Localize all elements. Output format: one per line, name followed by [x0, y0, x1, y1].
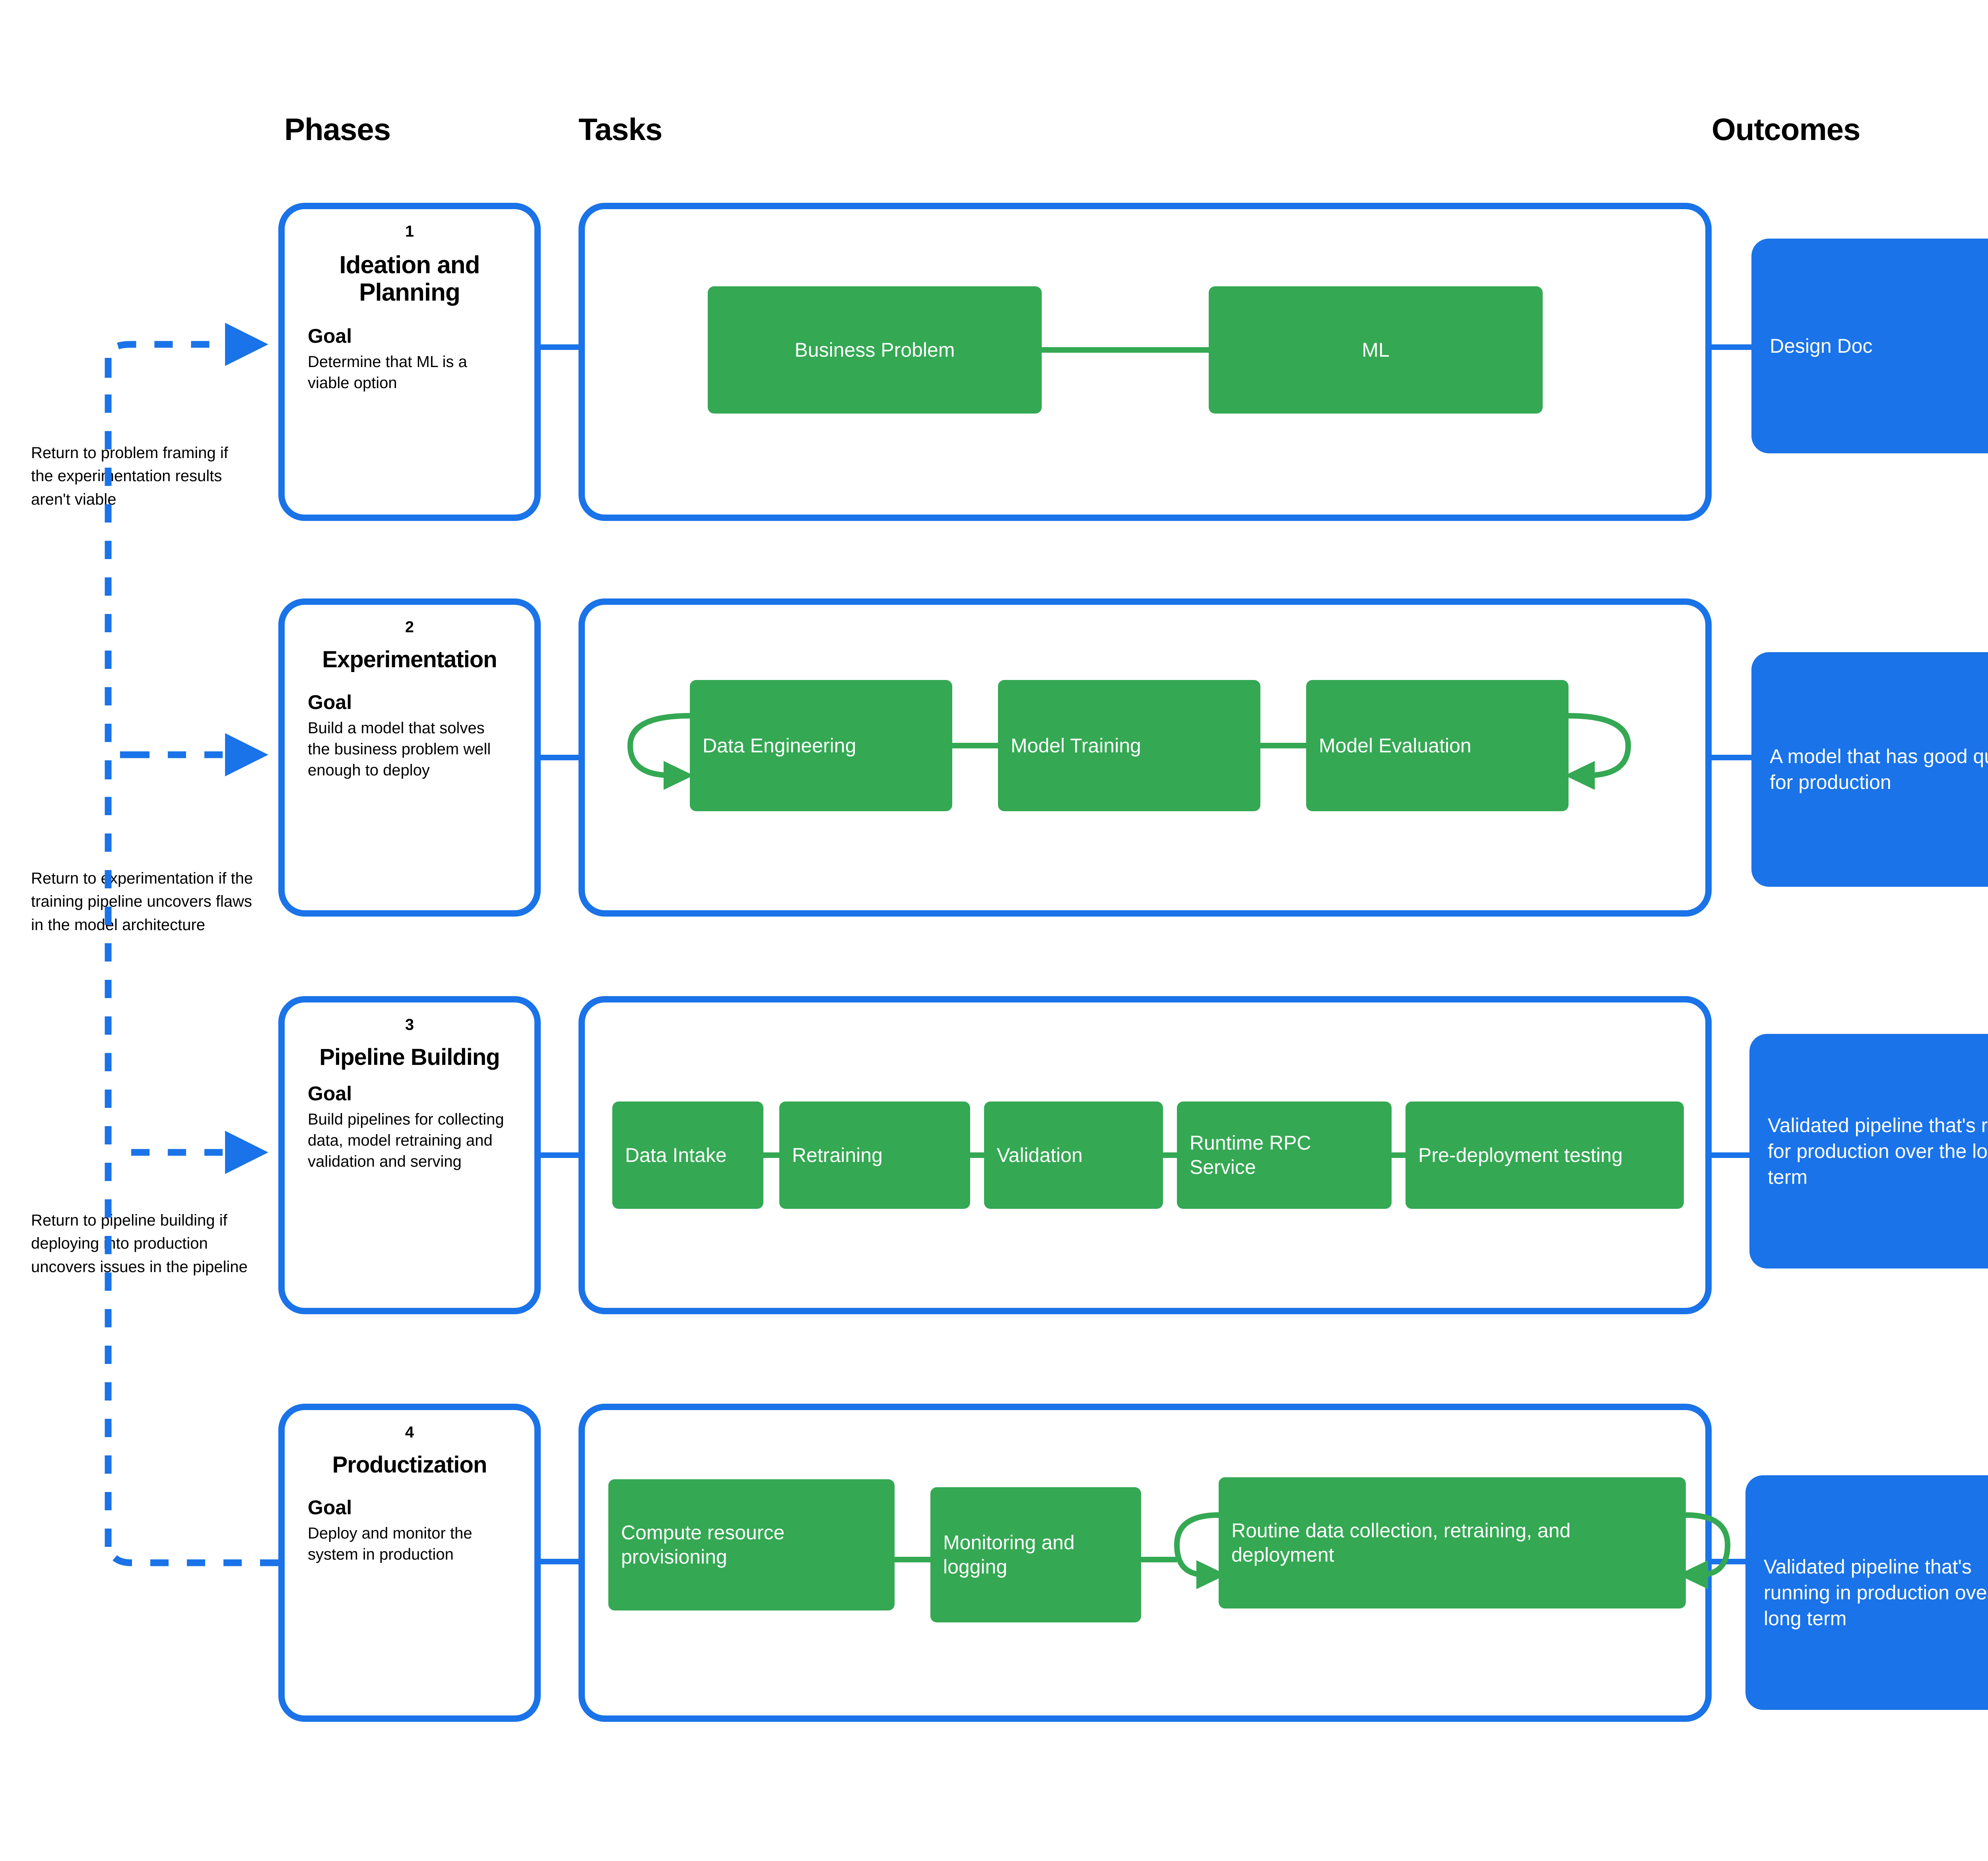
outcome-box-2[interactable]: A model that has good quality for produc… [1751, 652, 1988, 887]
task-connector [1388, 1152, 1408, 1158]
phase-card-4[interactable]: 4 Productization Goal Deploy and monitor… [278, 1404, 541, 1722]
outcome-box-4[interactable]: Validated pipeline that's running in pro… [1745, 1475, 1988, 1710]
task-box[interactable]: Validation [984, 1101, 1163, 1209]
task-box[interactable]: Monitoring and logging [930, 1487, 1141, 1622]
feedback-arrow-to-phase-1 [105, 322, 268, 378]
phase-card-2-content: 2 Experimentation Goal Build a model tha… [285, 605, 534, 910]
task-connector [1159, 1152, 1179, 1158]
task-connector [763, 1152, 783, 1158]
phase-number: 4 [405, 1424, 414, 1441]
goal-label: Goal [308, 1496, 352, 1519]
task-box[interactable]: Routine data collection, retraining, and… [1219, 1477, 1686, 1608]
column-header-tasks: Tasks [579, 112, 662, 147]
phase-title: Productization [332, 1452, 487, 1478]
goal-text: Deploy and monitor the system in product… [308, 1525, 472, 1564]
phase-card-1-content: 1 Ideation and Planning Goal Determine t… [285, 209, 534, 515]
task-box[interactable]: ML [1209, 286, 1543, 414]
phase-card-1[interactable]: 1 Ideation and Planning Goal Determine t… [278, 203, 541, 521]
feedback-note-3: Return to pipeline building if deploying… [31, 1212, 248, 1276]
task-box[interactable]: Data Engineering [690, 680, 952, 811]
task-connector [895, 1557, 932, 1562]
connector-phase2-tasks [538, 755, 582, 760]
column-header-outcomes: Outcomes [1712, 112, 1860, 147]
task-connector [1042, 347, 1209, 353]
task-box[interactable]: Model Evaluation [1306, 680, 1569, 811]
phase-card-2[interactable]: 2 Experimentation Goal Build a model tha… [278, 598, 541, 917]
goal-label: Goal [308, 691, 352, 713]
connector-phase1-tasks [538, 344, 582, 350]
connector-tasks1-outcome [1709, 344, 1753, 350]
connector-phase4-tasks [538, 1559, 582, 1564]
task-connector [1139, 1557, 1177, 1562]
phase-number: 1 [405, 223, 414, 240]
connector-phase3-tasks [538, 1152, 582, 1158]
goal-label: Goal [308, 1082, 352, 1105]
feedback-note-1: Return to problem framing if the experim… [31, 444, 228, 508]
task-connector [952, 743, 1000, 748]
connector-tasks3-outcome [1709, 1152, 1753, 1158]
phase-goal-block: Goal Determine that ML is a viable optio… [308, 325, 495, 394]
phase-goal-block: Goal Build a model that solves the busin… [308, 691, 507, 781]
outcome-box-3[interactable]: Validated pipeline that's ready for prod… [1749, 1034, 1988, 1269]
phase-number: 2 [405, 618, 414, 636]
goal-text: Determine that ML is a viable option [308, 353, 467, 392]
phase-title: Experimentation [322, 647, 497, 672]
task-box[interactable]: Compute resource provisioning [608, 1479, 895, 1610]
feedback-source-phase-4 [105, 1539, 278, 1566]
task-box[interactable]: Pre-deployment testing [1406, 1101, 1684, 1209]
task-box[interactable]: Model Training [998, 680, 1260, 811]
phase-number: 3 [405, 1016, 414, 1033]
goal-text: Build a model that solves the business p… [308, 719, 491, 779]
column-header-phases: Phases [284, 112, 391, 147]
outcome-box-1[interactable]: Design Doc [1751, 239, 1988, 453]
phase-title: Pipeline Building [319, 1044, 500, 1070]
feedback-note-2: Return to experimentation if the trainin… [31, 870, 253, 934]
task-box[interactable]: Data Intake [612, 1101, 763, 1209]
task-connector [1260, 743, 1308, 748]
phase-card-4-content: 4 Productization Goal Deploy and monitor… [285, 1410, 534, 1715]
phase-goal-block: Goal Build pipelines for collecting data… [308, 1082, 507, 1172]
phase-card-3-content: 3 Pipeline Building Goal Build pipelines… [285, 1002, 534, 1308]
phase-title: Ideation and Planning [339, 251, 480, 307]
task-box[interactable]: Retraining [779, 1101, 970, 1209]
goal-label: Goal [308, 324, 352, 347]
task-box[interactable]: Runtime RPC Service [1177, 1101, 1392, 1209]
connector-tasks2-outcome [1709, 755, 1753, 760]
phase-card-3[interactable]: 3 Pipeline Building Goal Build pipelines… [278, 996, 541, 1314]
task-box[interactable]: Business Problem [708, 286, 1042, 414]
goal-text: Build pipelines for collecting data, mod… [308, 1111, 504, 1171]
task-connector [966, 1152, 986, 1158]
phase-goal-block: Goal Deploy and monitor the system in pr… [308, 1496, 503, 1565]
